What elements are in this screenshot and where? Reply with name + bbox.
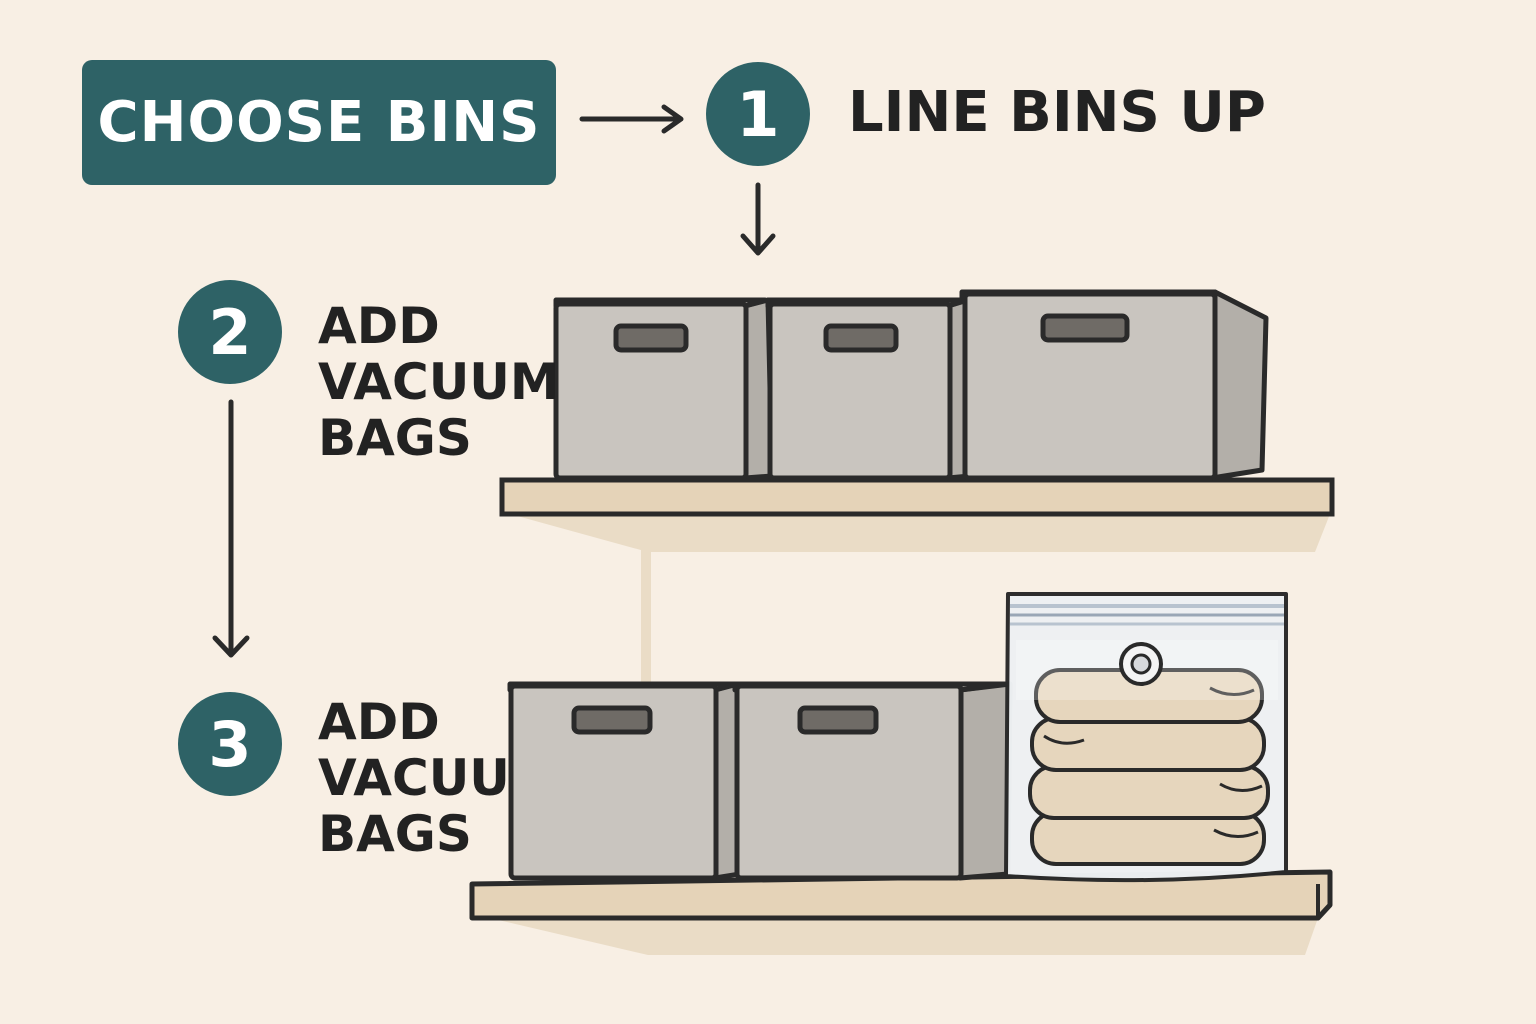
step-1-number: 1	[736, 77, 780, 151]
step-2-line-3: BAGS	[318, 409, 472, 467]
bin-bottom-1	[507, 681, 743, 881]
valve-icon	[1119, 642, 1163, 686]
step-1-label: LINE BINS UP	[848, 80, 1266, 145]
step-3-line-2: VACUU	[318, 749, 510, 807]
step-3-line-3: BAGS	[318, 805, 472, 863]
bin-top-1	[553, 297, 775, 481]
folded-clothes	[1028, 668, 1270, 866]
step-2-label: ADD VACUUM BAGS	[318, 298, 560, 466]
bottom-shelf	[469, 869, 1333, 955]
step-2-line-1: ADD	[318, 297, 440, 355]
step-3-label: ADD VACUU BAGS	[318, 694, 510, 862]
step-2-badge: 2	[178, 280, 282, 384]
bin-top-2	[765, 297, 973, 481]
step-2-line-2: VACUUM	[318, 353, 560, 411]
arrow-start-to-step1	[579, 104, 684, 134]
bin-bottom-2	[732, 681, 1013, 881]
step-3-line-1: ADD	[318, 693, 440, 751]
step-2-number: 2	[208, 295, 252, 369]
choose-bins-label: CHOOSE BINS	[97, 90, 541, 155]
vacuum-bag	[1004, 592, 1288, 883]
top-shelf	[499, 477, 1335, 552]
choose-bins-box: CHOOSE BINS	[82, 60, 556, 185]
bin-top-3	[959, 289, 1269, 481]
step-1-badge: 1	[706, 62, 810, 166]
step-3-badge: 3	[178, 692, 282, 796]
arrow-step1-to-shelf	[740, 182, 776, 256]
step-3-number: 3	[208, 707, 252, 781]
arrow-step2-to-step3	[212, 399, 250, 658]
